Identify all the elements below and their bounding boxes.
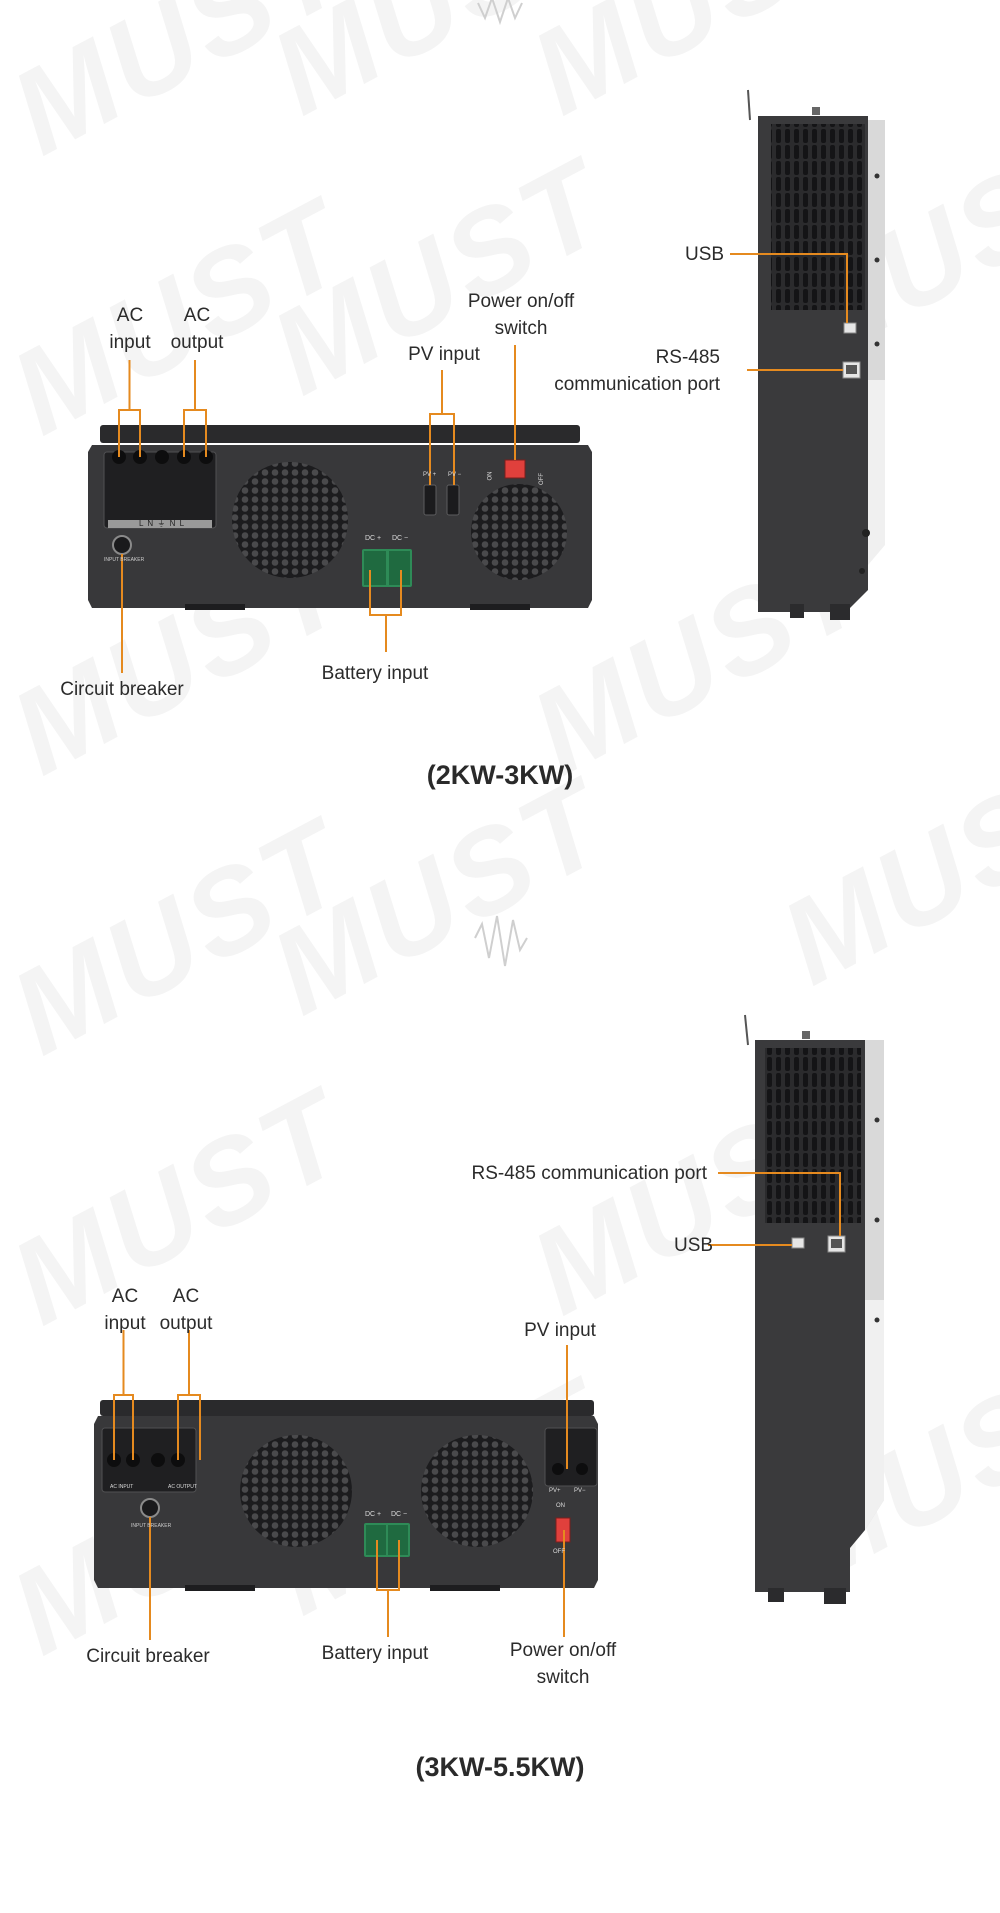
- breaker-caption: INPUT BREAKER: [104, 557, 145, 563]
- on-caption: ON: [487, 471, 494, 481]
- section-title-2kw-3kw: (2KW-3KW): [426, 760, 574, 790]
- pv-plus-caption: PV +: [423, 472, 437, 478]
- ac-output-caption: AC OUTPUT: [168, 1484, 197, 1490]
- dc-plus-caption: DC +: [365, 1511, 382, 1518]
- off-caption: OFF: [539, 473, 545, 485]
- dc-minus-caption: DC −: [392, 535, 409, 542]
- label-usb: USB: [674, 1235, 714, 1256]
- label-battery-input: Battery input: [321, 1643, 429, 1664]
- pv-minus-caption: PV−: [574, 1488, 586, 1494]
- pv-minus-caption: PV −: [448, 472, 462, 478]
- breaker-caption: INPUT BREAKER: [131, 1523, 172, 1529]
- on-caption: ON: [556, 1503, 565, 1509]
- label-circuit-breaker: Circuit breaker: [86, 1646, 210, 1667]
- dc-plus-caption: DC +: [365, 535, 382, 542]
- label-circuit-breaker: Circuit breaker: [60, 679, 184, 700]
- unit-front-3kw-5-5kw: [94, 1400, 598, 1591]
- unit-side-2kw-3kw: [747, 89, 885, 620]
- terminal-markings: L N ⏚ N L: [138, 519, 186, 528]
- unit-side-3kw-5-5kw: [744, 1014, 884, 1604]
- callouts-3kw-5-5kw: [113, 1172, 841, 1640]
- callouts-2kw-3kw: [118, 253, 848, 673]
- unit-front-2kw-3kw: [88, 425, 592, 610]
- top-divider: [120, 0, 880, 26]
- pv-plus-caption: PV+: [549, 1488, 561, 1494]
- section-divider: [120, 915, 880, 967]
- label-pv-input: PV input: [408, 344, 480, 365]
- label-pv-input: PV input: [524, 1320, 596, 1341]
- dc-minus-caption: DC −: [391, 1511, 408, 1518]
- off-caption: OFF: [553, 1549, 565, 1555]
- label-rs485: RS-485 communication port: [471, 1163, 708, 1184]
- ac-input-caption: AC INPUT: [110, 1484, 134, 1490]
- section-title-3kw-5-5kw: (3KW-5.5KW): [415, 1752, 585, 1782]
- label-battery-input: Battery input: [321, 663, 429, 684]
- label-usb: USB: [685, 244, 725, 265]
